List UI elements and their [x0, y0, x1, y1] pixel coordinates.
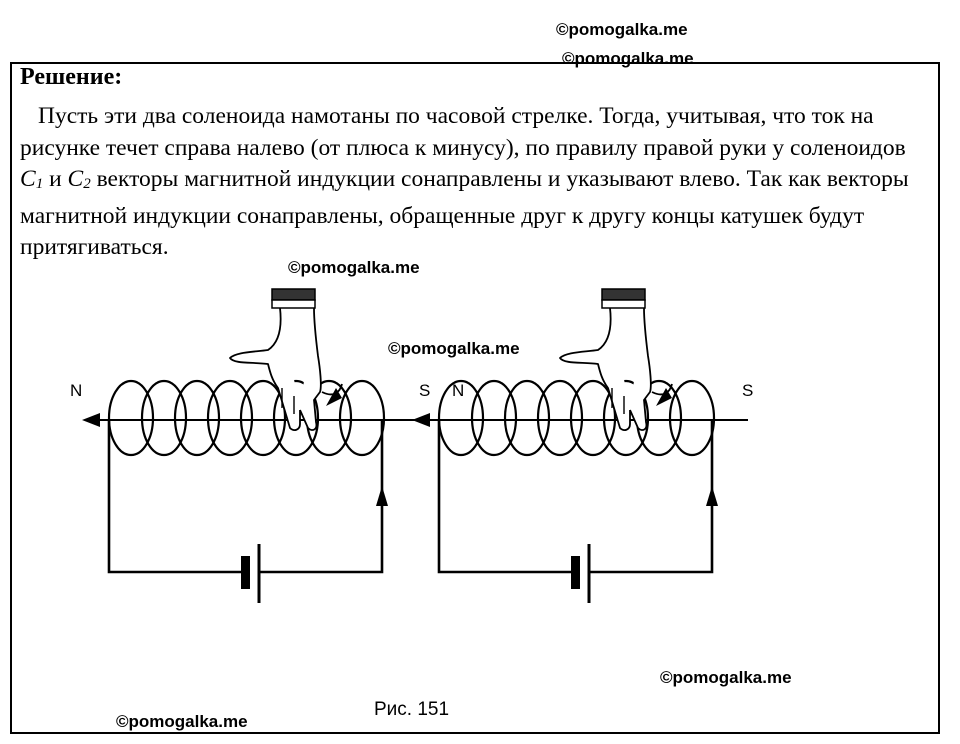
solution-heading: Решение: [20, 64, 123, 90]
solution-frame [10, 62, 940, 734]
c2-label: C [67, 166, 84, 192]
right-circuit-pole-s: S [742, 381, 753, 400]
left-solenoid-circuit [80, 287, 420, 605]
paragraph-part1: Пусть эти два соленоида намотаны по часо… [20, 103, 906, 161]
solution-paragraph: Пусть эти два соленоида намотаны по часо… [20, 101, 920, 264]
left-circuit-pole-n: N [70, 381, 82, 400]
figure-caption: Рис. 151 [374, 699, 450, 720]
watermark-mid-figure: ©pomogalka.me [388, 339, 520, 358]
paragraph-between: и [43, 166, 68, 192]
watermark-top: ©pomogalka.me [556, 20, 688, 39]
c1-label: C [20, 166, 36, 192]
watermark-bottom-right: ©pomogalka.me [660, 668, 792, 687]
left-circuit-pole-s: S [419, 381, 430, 400]
c1-subscript: 1 [35, 176, 44, 192]
watermark-bottom-left: ©pomogalka.me [116, 712, 248, 731]
watermark-above-figure: ©pomogalka.me [288, 258, 420, 277]
right-circuit-pole-n: N [452, 381, 464, 400]
c2-subscript: 2 [83, 176, 91, 192]
paragraph-part2: векторы магнитной индукции сонаправлены … [20, 166, 909, 260]
right-solenoid-circuit [410, 287, 750, 605]
